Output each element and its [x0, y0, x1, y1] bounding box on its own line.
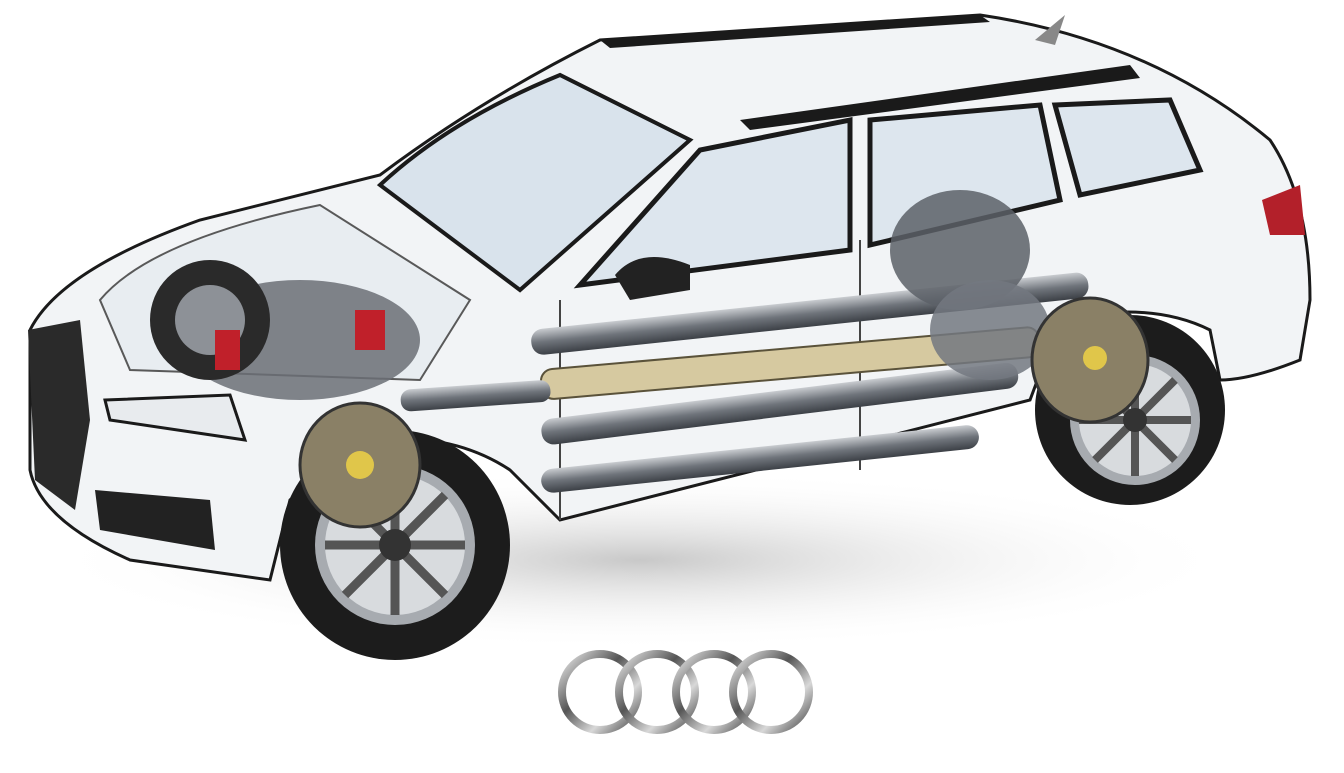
- brake-caliper: [215, 330, 240, 370]
- rear-brake-disc: [1030, 296, 1150, 424]
- drivetrain-cutaway: [150, 190, 1089, 493]
- taillight: [1262, 185, 1305, 235]
- front-brake-disc: [298, 401, 422, 529]
- front-side-window: [573, 116, 853, 289]
- four-ring-logo: [558, 650, 813, 734]
- windshield: [376, 72, 694, 293]
- quarter-window: [1051, 97, 1204, 198]
- grille: [28, 320, 90, 510]
- side-mirror: [615, 257, 690, 300]
- headlight: [103, 393, 248, 442]
